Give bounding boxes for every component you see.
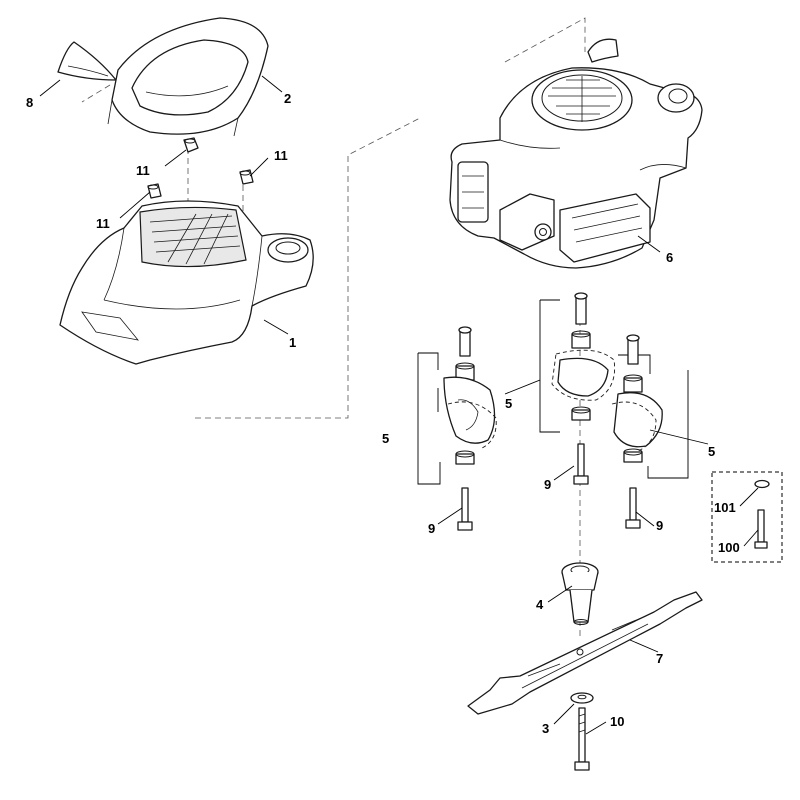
- label-part-2: 2: [284, 91, 291, 106]
- label-part-4: 4: [536, 597, 544, 612]
- label-part-101: 101: [714, 500, 736, 515]
- detail-box-100-101: [711, 471, 783, 563]
- label-part-100: 100: [718, 540, 740, 555]
- label-part-1: 1: [289, 335, 296, 350]
- part-11-nut-c[interactable]: [239, 169, 254, 185]
- label-part-11-a: 11: [136, 163, 150, 178]
- label-part-5-a: 5: [382, 431, 389, 446]
- part-11-nut-a[interactable]: [183, 137, 199, 153]
- label-part-10: 10: [610, 714, 624, 729]
- label-part-11-b: 11: [96, 216, 110, 231]
- part-8-cover-piece[interactable]: [57, 41, 117, 81]
- right-mount-assembly[interactable]: [611, 334, 689, 529]
- part-3-washer[interactable]: [570, 692, 594, 704]
- label-part-8: 8: [26, 95, 33, 110]
- part-101-washer[interactable]: [754, 479, 770, 489]
- label-part-6: 6: [666, 250, 673, 265]
- part-11-nut-b[interactable]: [147, 183, 162, 199]
- part-100-bolt[interactable]: [757, 509, 765, 543]
- part-6-engine[interactable]: [449, 38, 703, 269]
- label-part-9-b: 9: [544, 477, 551, 492]
- label-part-5-b: 5: [505, 396, 512, 411]
- part-10-blade-bolt[interactable]: [574, 707, 590, 771]
- label-part-7: 7: [656, 651, 663, 666]
- center-mount-assembly[interactable]: [539, 292, 616, 485]
- label-part-3: 3: [542, 721, 549, 736]
- left-mount-assembly[interactable]: [417, 326, 497, 531]
- part-7-mower-blade[interactable]: [467, 591, 703, 715]
- callout-leader-lines: [39, 75, 759, 735]
- label-part-9-c: 9: [656, 518, 663, 533]
- label-part-11-c: 11: [274, 148, 288, 163]
- part-2-top-cover[interactable]: [107, 17, 269, 137]
- label-part-5-c: 5: [708, 444, 715, 459]
- part-1-engine-hood[interactable]: [59, 200, 314, 365]
- label-part-9-a: 9: [428, 521, 435, 536]
- part-labels: 8 2 11 11 11 1 6 5 5 5 9 9 9 4 7 3 10 10…: [26, 91, 740, 736]
- part-4-blade-adapter[interactable]: [561, 562, 599, 625]
